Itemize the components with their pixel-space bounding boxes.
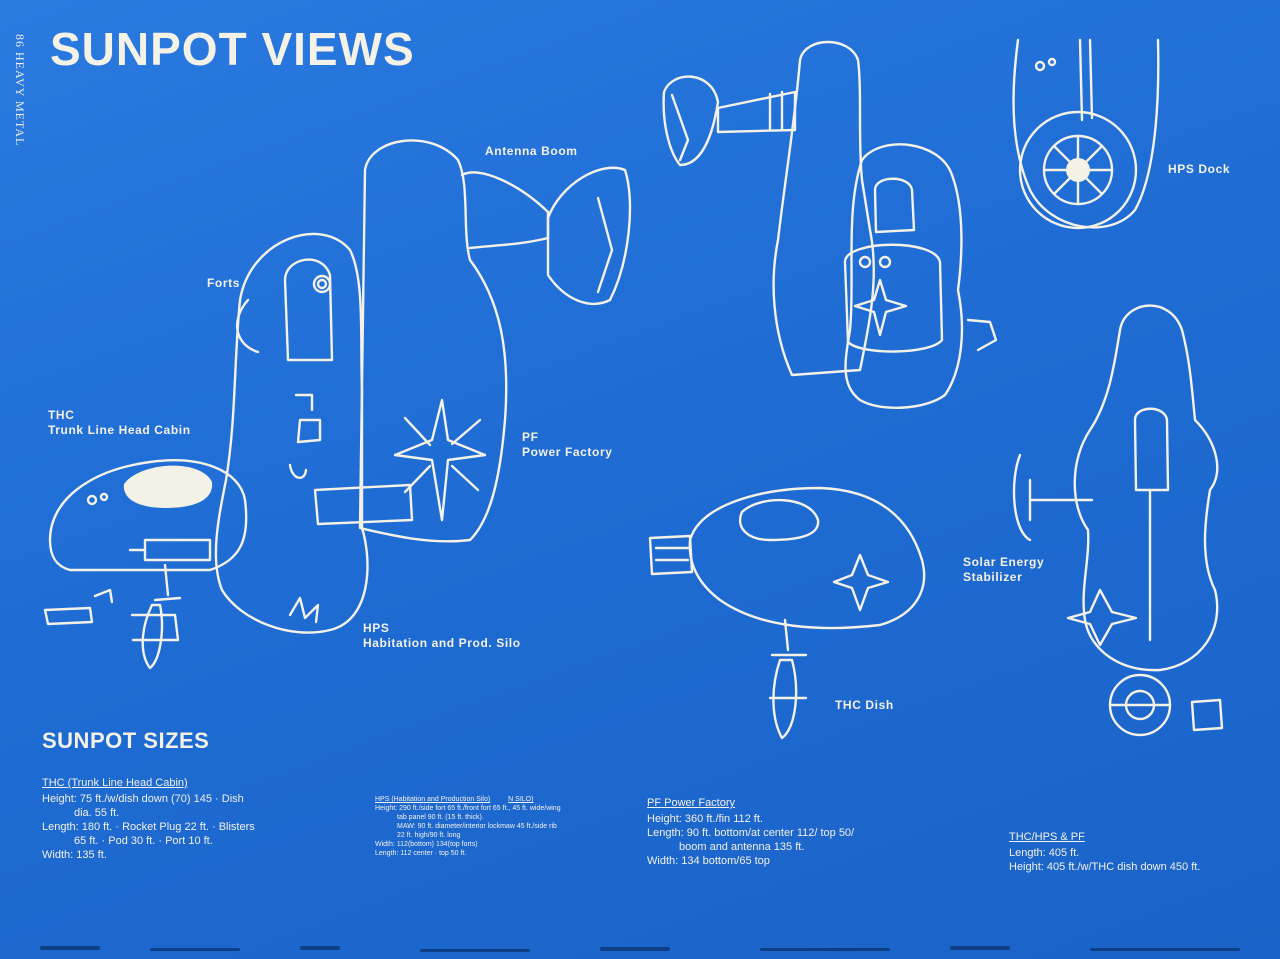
label-thc-dish: THC Dish bbox=[835, 698, 894, 712]
hps-body bbox=[214, 232, 369, 634]
front-view bbox=[1012, 304, 1224, 737]
page-title: SUNPOT VIEWS bbox=[50, 23, 415, 75]
main-side-view bbox=[43, 139, 632, 670]
label-pf-full: Power Factory bbox=[522, 445, 613, 459]
dock-ring-outer bbox=[1018, 110, 1138, 230]
thc-cabin-body bbox=[48, 459, 248, 572]
label-forts: Forts bbox=[207, 276, 240, 290]
spec-combo-line: Length: 405 ft. bbox=[1009, 847, 1080, 859]
label-thc-full: Trunk Line Head Cabin bbox=[48, 423, 191, 437]
label-pf: PF Power Factory bbox=[522, 430, 613, 460]
spec-hps-heading: HPS (Habitation and Production Silo) bbox=[375, 796, 491, 803]
label-hps-full: Habitation and Prod. Silo bbox=[363, 636, 521, 650]
label-solar-line2: Stabilizer bbox=[963, 570, 1023, 584]
spec-pf-line: Height: 360 ft./fin 112 ft. bbox=[647, 813, 763, 825]
spec-hps-line: Height: 290 ft./side fort 65 ft./front f… bbox=[375, 805, 561, 812]
antenna-dish-shape bbox=[546, 166, 632, 305]
back-view-antenna-dish bbox=[662, 75, 720, 167]
sizes-title: SUNPOT SIZES bbox=[42, 728, 210, 753]
spec-thc-line: 65 ft. · Pod 30 ft. · Port 10 ft. bbox=[74, 835, 213, 847]
spec-pf: PF Power Factory Height: 360 ft./fin 112… bbox=[647, 796, 854, 868]
spec-thc-heading: THC (Trunk Line Head Cabin) bbox=[42, 777, 188, 789]
spec-combo: THC/HPS & PF Length: 405 ft. Height: 405… bbox=[1009, 830, 1200, 874]
starburst-emblem bbox=[393, 398, 487, 522]
label-solar-line1: Solar Energy bbox=[963, 555, 1045, 569]
spec-thc: THC (Trunk Line Head Cabin) Height: 75 f… bbox=[42, 776, 255, 862]
label-solar-energy-stabilizer: Solar Energy Stabilizer bbox=[963, 555, 1044, 585]
back-view-tower bbox=[772, 40, 875, 377]
spec-hps-line: Length: 112 center · top 50 ft. bbox=[375, 850, 467, 857]
label-hps-dock: HPS Dock bbox=[1168, 162, 1231, 176]
thc-dish-side bbox=[141, 563, 182, 670]
back-view bbox=[662, 40, 998, 409]
label-pf-abbrev: PF bbox=[522, 430, 539, 444]
spec-pf-line: Length: 90 ft. bottom/at center 112/ top… bbox=[647, 827, 855, 839]
label-hps-abbrev: HPS bbox=[363, 621, 390, 635]
label-antenna-boom: Antenna Boom bbox=[485, 144, 578, 158]
spec-hps-line: 22 ft. high/90 ft. long bbox=[397, 832, 461, 839]
spec-hps-line: tab panel 90 ft. (15 ft. thick). bbox=[397, 814, 484, 821]
spec-hps-line: MAW: 90 ft. diameter/interior lockmaw 45… bbox=[397, 823, 557, 830]
spec-pf-line: Width: 134 bottom/65 top bbox=[647, 855, 770, 867]
print-specks bbox=[40, 946, 1240, 952]
label-hps: HPS Habitation and Prod. Silo bbox=[363, 621, 521, 651]
page-side-tag: 86 HEAVY METAL bbox=[13, 34, 27, 147]
spec-combo-heading: THC/HPS & PF bbox=[1009, 831, 1085, 843]
spec-combo-line: Height: 405 ft./w/THC dish down 450 ft. bbox=[1009, 861, 1201, 873]
back-view-body bbox=[844, 143, 964, 409]
spec-hps-heading-row: HPS (Habitation and Production Silo) N SI… bbox=[375, 795, 561, 804]
thc-side-view bbox=[648, 486, 926, 740]
back-view-panel bbox=[843, 243, 944, 353]
front-view-tower bbox=[1073, 304, 1219, 672]
power-factory-body bbox=[358, 139, 508, 543]
spec-thc-line: dia. 55 ft. bbox=[74, 807, 120, 819]
label-thc-abbrev: THC bbox=[48, 408, 75, 422]
thc-side-body bbox=[688, 486, 926, 630]
thc-canopy bbox=[123, 465, 213, 508]
dock-view bbox=[1012, 38, 1160, 230]
spec-thc-line: Width: 135 ft. bbox=[42, 849, 107, 861]
thc-side-canopy bbox=[739, 498, 820, 542]
spec-hps: HPS (Habitation and Production Silo) N SI… bbox=[375, 795, 561, 858]
connector-box bbox=[313, 483, 414, 526]
spec-thc-line: Length: 180 ft. · Rocket Plug 22 ft. · B… bbox=[42, 821, 255, 833]
spec-hps-line: Width: 112(bottom) 134(top forts) bbox=[375, 841, 478, 848]
spec-pf-line: boom and antenna 135 ft. bbox=[679, 841, 805, 853]
label-thc: THC Trunk Line Head Cabin bbox=[48, 408, 191, 438]
antenna-boom-shape bbox=[460, 171, 550, 250]
spec-pf-heading: PF Power Factory bbox=[647, 797, 736, 809]
spec-thc-line: Height: 75 ft./w/dish down (70) 145 · Di… bbox=[42, 793, 244, 805]
stabilizer-arm bbox=[1012, 453, 1094, 542]
spec-hps-note: N SILO) bbox=[508, 796, 534, 803]
back-view-boom bbox=[716, 90, 797, 134]
